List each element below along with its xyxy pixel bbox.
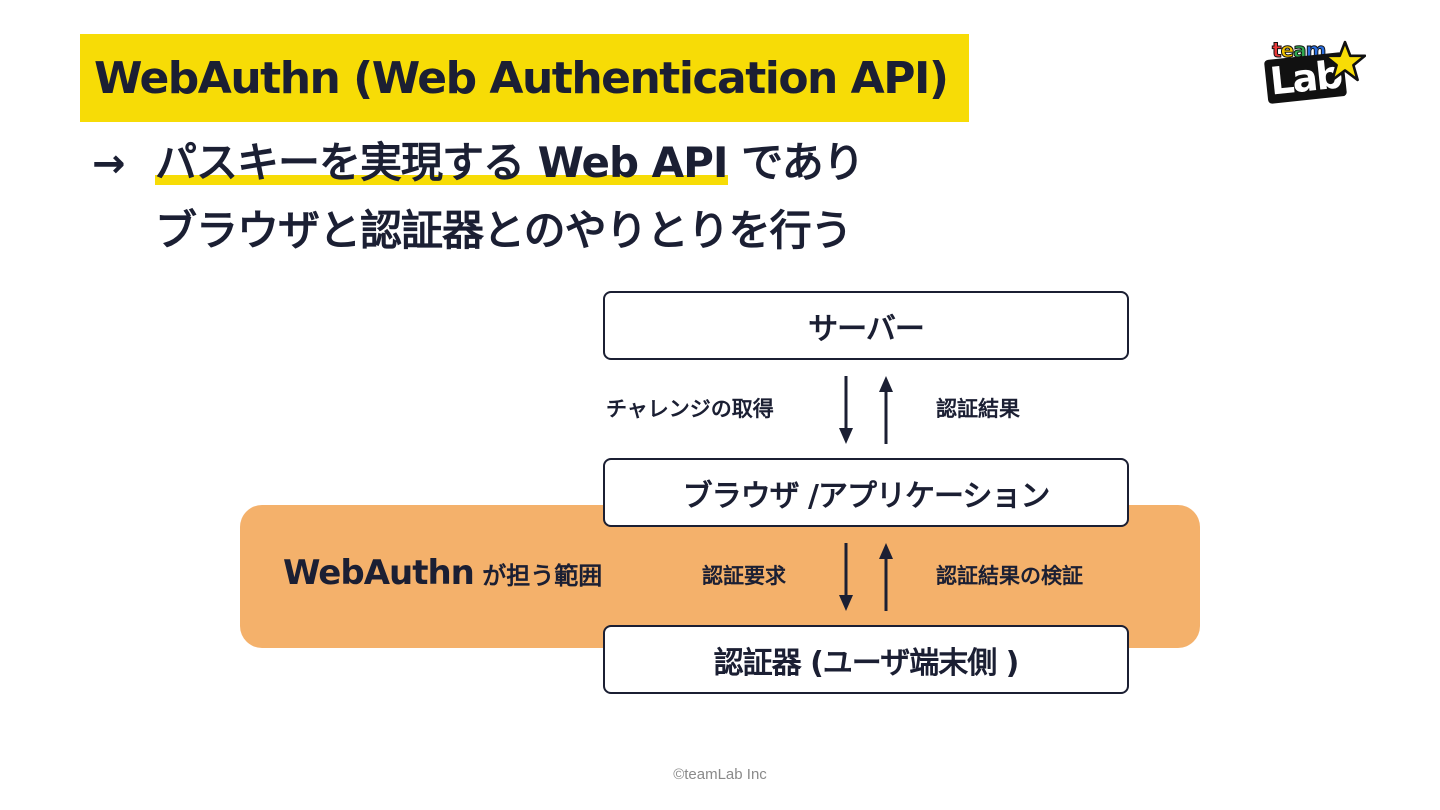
webauthn-scope-region: [240, 505, 1200, 648]
logo-letter: e: [1280, 38, 1295, 63]
arrow-down-icon: [839, 543, 853, 611]
arrows-browser-authenticator: [839, 543, 893, 611]
label-verify-result: 認証結果の検証: [936, 564, 1083, 588]
arrows-server-browser: [839, 376, 893, 444]
title-banner: WebAuthn (Web Authentication API): [80, 34, 969, 122]
arrow-down-icon: [839, 376, 853, 444]
arrow-up-icon: [879, 376, 893, 444]
label-auth-result: 認証結果: [936, 397, 1020, 421]
teamlab-logo: team Lab: [1263, 38, 1368, 110]
subtitle-highlight: パスキーを実現する Web API: [155, 138, 729, 187]
slide-title: WebAuthn (Web Authentication API): [94, 52, 949, 104]
authenticator-node: 認証器 (ユーザ端末側 ): [603, 625, 1129, 694]
webauthn-scope-label: WebAuthn が担う範囲: [283, 551, 602, 601]
scope-label-webauthn: WebAuthn: [283, 553, 475, 593]
star-icon: [1324, 40, 1366, 82]
subtitle-line-1: パスキーを実現する Web API であり: [155, 138, 865, 188]
arrow-up-icon: [879, 543, 893, 611]
subtitle-line-2: ブラウザと認証器とのやりとりを行う: [155, 206, 853, 255]
subtitle-highlight-text: パスキーを実現する: [155, 138, 525, 187]
subtitle-arrow: →: [92, 141, 126, 187]
browser-application-node: ブラウザ /アプリケーション: [603, 458, 1129, 527]
logo-letter: t: [1272, 38, 1282, 63]
scope-label-range: が担う範囲: [473, 562, 603, 590]
label-get-challenge: チャレンジの取得: [606, 397, 774, 421]
subtitle-web-api: Web API: [524, 138, 729, 187]
copyright-footer: ©teamLab Inc: [673, 766, 767, 783]
label-auth-request: 認証要求: [702, 564, 786, 588]
subtitle-line-1-end: であり: [727, 138, 865, 187]
server-node: サーバー: [603, 291, 1129, 360]
